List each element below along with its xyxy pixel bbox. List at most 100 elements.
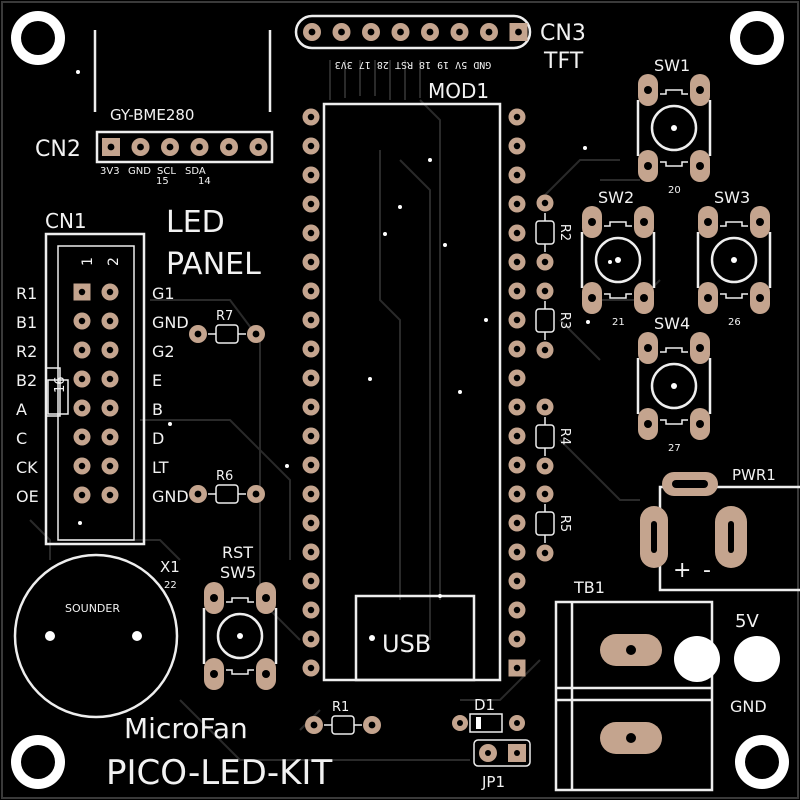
resistor-pad [189,325,207,343]
board-title-model: PICO-LED-KIT [106,753,332,793]
mod1-pins [302,108,526,677]
resistor-pad [189,485,207,503]
mod1-pin-left [302,224,320,242]
cn1-right-label: GND [152,313,189,332]
resistor-ref: R6 [216,469,233,484]
mod1-pin-left [302,659,320,677]
cn1-key-notch [45,367,61,417]
terminal-block: TB1 5V GND [554,578,780,792]
mod1-pin-right [508,543,526,561]
cn1-left-label: C [16,429,27,448]
sw5-button [202,582,278,690]
resistor-r5: R5 [535,485,572,562]
cn2-pin [249,138,268,156]
cn2-pin [190,138,209,156]
cn3-pin [480,23,498,41]
cn2-pin-sda: SDA [185,166,206,177]
cn1-pins [73,283,119,504]
sounder-outline [13,553,179,719]
pwr1-plus: + [673,558,691,583]
resistor-pad [363,716,381,734]
cn2-pin-scl: SCL [157,166,176,177]
cn1-pin [73,399,91,417]
cn3-pin-labels: GND 5V 19 18 RST 28 17 3V3 [335,59,492,70]
resistor-pad [536,398,554,416]
resistor-pad [247,485,265,503]
resistor-ref: R3 [557,312,572,329]
cn2-gpio-14: 14 [198,176,211,187]
resistor-ref: R7 [216,309,233,324]
cn1-left-label: R1 [16,284,37,303]
cn1-pin [101,283,119,301]
mod1-pin-right [508,659,526,677]
mod1-pin-right [508,195,526,213]
mod1-ref: MOD1 [428,79,489,103]
resistor-pad [305,716,323,734]
tb1-outline [554,600,714,792]
diode-jumper: D1 JP1 [452,696,531,791]
cn3-pin [303,23,321,41]
mounting-hole-bottom-left [11,735,65,789]
mod1-pin-left [302,456,320,474]
cn2-pin [161,138,179,156]
switch-ref: SW1 [654,56,690,75]
cn1-left-label: A [16,400,27,419]
mod1-pin-right [508,282,526,300]
cn3-pin [421,23,439,41]
led-panel-title-1: LED [166,205,225,240]
switch-ref: SW2 [598,188,634,207]
cn2-ref: CN2 [35,137,81,162]
cn2-pin [220,138,238,156]
cn1-pin [101,312,119,330]
cn1-pin [73,283,91,301]
cn1-right-label: G1 [152,284,175,303]
mounting-hole-bottom-right [735,735,789,789]
cn1-inner [57,245,135,541]
resistor-ref: R2 [557,224,572,241]
mod1-pin-right [508,427,526,445]
resistor-r6: R6 [189,469,265,504]
x1-gpio: 22 [164,580,177,591]
mod1-pin-left [302,398,320,416]
sw5-body [202,582,278,690]
pwr1-ref: PWR1 [732,466,776,484]
d1-outline [469,713,503,733]
resistor-pad [536,341,554,359]
cn1-pin-16-box [47,379,69,415]
cn1-right-label: D [152,429,164,448]
sw5-ref: SW5 [220,563,256,582]
mod1-pin-left [302,427,320,445]
board-title-brand: MicroFan [124,712,248,745]
mod1-pin-right [508,137,526,155]
mod1-pin-left [302,166,320,184]
sounder: SOUNDER X1 22 [13,553,180,719]
cn1-ref: CN1 [45,209,87,233]
cn1-pin [101,370,119,388]
resistor-r1: R1 [305,700,381,735]
cn1-pin [101,341,119,359]
resistor-ref: R4 [557,428,572,445]
mod1-pin-left [302,369,320,387]
resistor-ref: R5 [557,515,572,532]
mod1-pin-right [508,253,526,271]
mod1-pin-left [302,282,320,300]
resistor-ref: R1 [332,700,349,715]
pwr1-minus: - [703,558,711,583]
cn3-header: CN3 TFT GND 5V 19 18 RST 28 17 3V3 [294,14,586,74]
mod1-pin-left [302,108,320,126]
cn1-pin [101,428,119,446]
cn1-left-label: R2 [16,342,37,361]
usb-label: USB [382,630,431,658]
cn2-outline [95,130,274,164]
cn1-right-label: B [152,400,163,419]
mod1-pin-right [508,601,526,619]
mod1-pin-left [302,543,320,561]
mod1-pin-left [302,340,320,358]
jp1-outline [473,739,531,767]
mod1-pin-right [508,224,526,242]
